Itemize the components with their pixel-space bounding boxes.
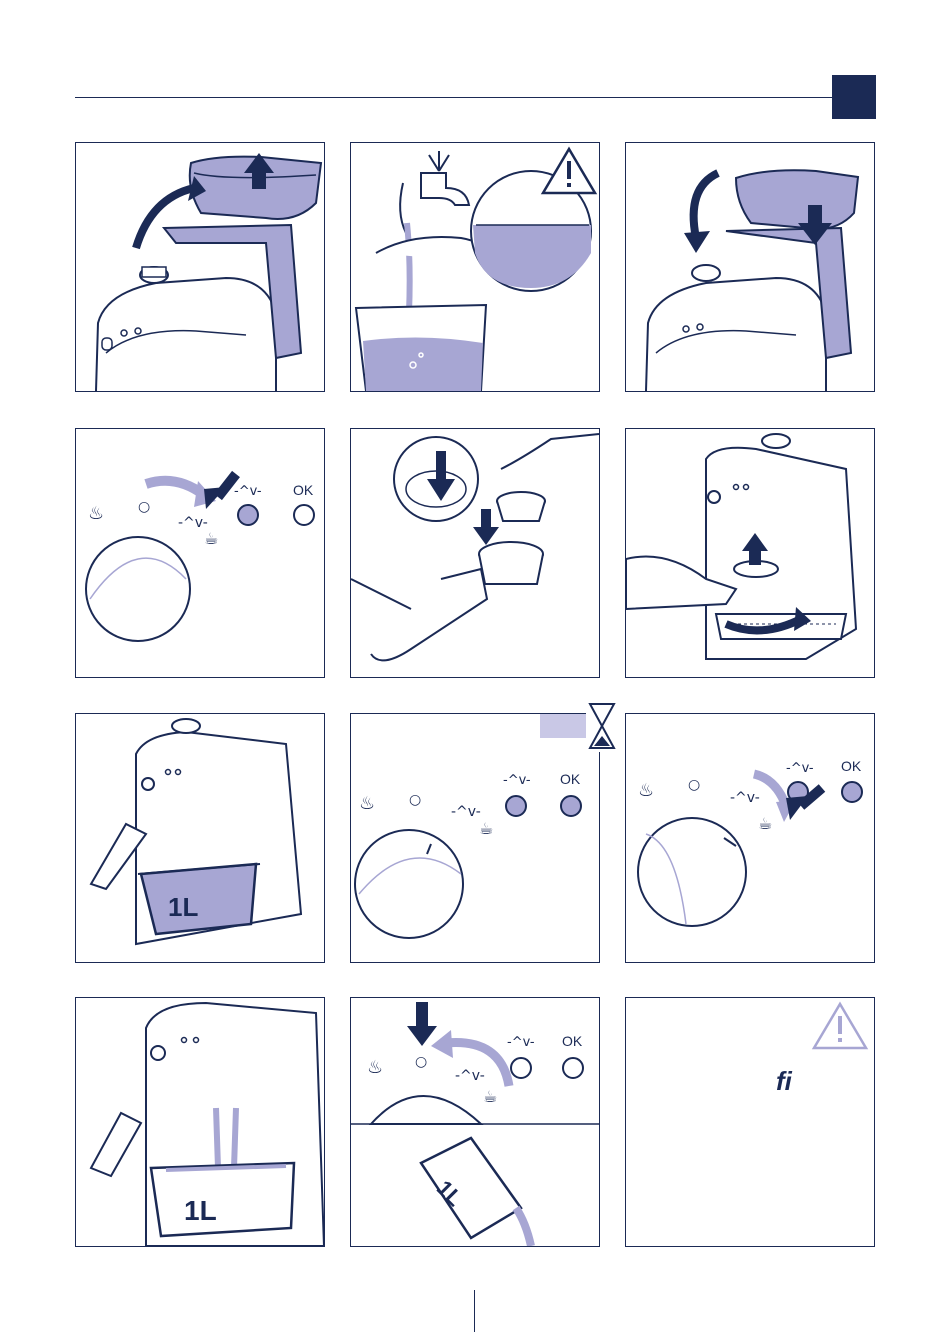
steam-icon: ♨ (638, 780, 654, 801)
dispense-illustration: 1L (76, 998, 324, 1246)
selector-knob (638, 818, 746, 926)
page-center-mark (474, 1290, 475, 1332)
thermometer-icon: -^v- (455, 1068, 485, 1084)
panel-reinsert-tank (625, 142, 875, 392)
curved-arrow-icon (694, 173, 718, 238)
ok-light-icon (561, 796, 581, 816)
one-liter-container (151, 1163, 294, 1236)
selector-knob (86, 537, 190, 641)
panel-fill-tank (350, 142, 600, 392)
ok-label: OK (841, 758, 862, 774)
steam-icon: ♨ (359, 793, 375, 814)
fi-ligature-text: fi (776, 1066, 792, 1097)
svg-text:-^v-: -^v- (507, 1035, 535, 1050)
place-container-illustration: 1L (76, 714, 324, 962)
panel-lift-tank (75, 142, 325, 392)
panel-place-container: 1L (75, 713, 325, 963)
machine-lift-tank-illustration (76, 143, 324, 391)
selector-knob (371, 1096, 481, 1124)
hot-water-icon: ○ (409, 792, 421, 808)
insert-filter-illustration (351, 429, 599, 677)
ok-light-icon (842, 782, 862, 802)
panel-turn-knob-lights: ♨ ○ -^v- ☕ -^v- OK (75, 428, 325, 678)
coffee-cup-icon: ☕ (758, 814, 772, 833)
header-rule (75, 97, 835, 98)
svg-text:-^v-: -^v- (234, 484, 262, 499)
coffee-cup-icon: ☕ (204, 529, 218, 548)
panel-insert-filter (350, 428, 600, 678)
svg-text:-^v-: -^v- (503, 773, 531, 788)
selector-knob (355, 830, 463, 938)
ok-label: OK (562, 1033, 583, 1049)
warning-panel-graphic (626, 998, 874, 1246)
hot-water-icon: ○ (415, 1054, 427, 1070)
thermometer-icon: -^v- (451, 804, 481, 820)
ok-label: OK (293, 482, 314, 498)
one-liter-label: 1L (168, 892, 198, 922)
arrow-down-icon (416, 1002, 428, 1028)
svg-text:-^v-: -^v- (786, 761, 814, 776)
turn-back-empty-illustration: ♨ ○ -^v- ☕ -^v- OK 1L (351, 998, 599, 1246)
fill-tank-illustration (351, 143, 599, 391)
steam-icon: ♨ (88, 503, 104, 524)
steam-icon: ♨ (367, 1057, 383, 1078)
coffee-cup-icon: ☕ (483, 1087, 497, 1106)
thermometer-icon: -^v- (730, 790, 760, 806)
hot-water-icon: ○ (138, 499, 150, 515)
panel-attach-holder (625, 428, 875, 678)
hourglass-icon (540, 700, 618, 752)
panel-warning: fi (625, 997, 875, 1247)
ok-light-icon (294, 505, 314, 525)
control-panel-coffee-illustration: ♨ ○ -^v- ☕ -^v- OK (626, 714, 874, 962)
machine-reinsert-tank-illustration (626, 143, 874, 391)
one-liter-label: 1L (184, 1195, 217, 1226)
heater-light (511, 1058, 531, 1078)
panel-turn-back-empty: ♨ ○ -^v- ☕ -^v- OK 1L (350, 997, 600, 1247)
ok-label: OK (560, 771, 581, 787)
ok-light-icon (563, 1058, 583, 1078)
hot-water-icon: ○ (688, 777, 700, 793)
heater-light (506, 796, 526, 816)
arrow-up-icon (252, 171, 266, 189)
arrow-down-icon (808, 205, 822, 225)
heater-light (238, 505, 258, 525)
coffee-cup-icon: ☕ (479, 819, 493, 838)
one-liter-container (141, 864, 256, 934)
control-panel-illustration: ♨ ○ -^v- ☕ -^v- OK (76, 429, 324, 677)
panel-turn-to-coffee: ♨ ○ -^v- ☕ -^v- OK (625, 713, 875, 963)
panel-dispense: 1L (75, 997, 325, 1247)
attach-holder-illustration (626, 429, 874, 677)
section-tab (832, 75, 876, 119)
